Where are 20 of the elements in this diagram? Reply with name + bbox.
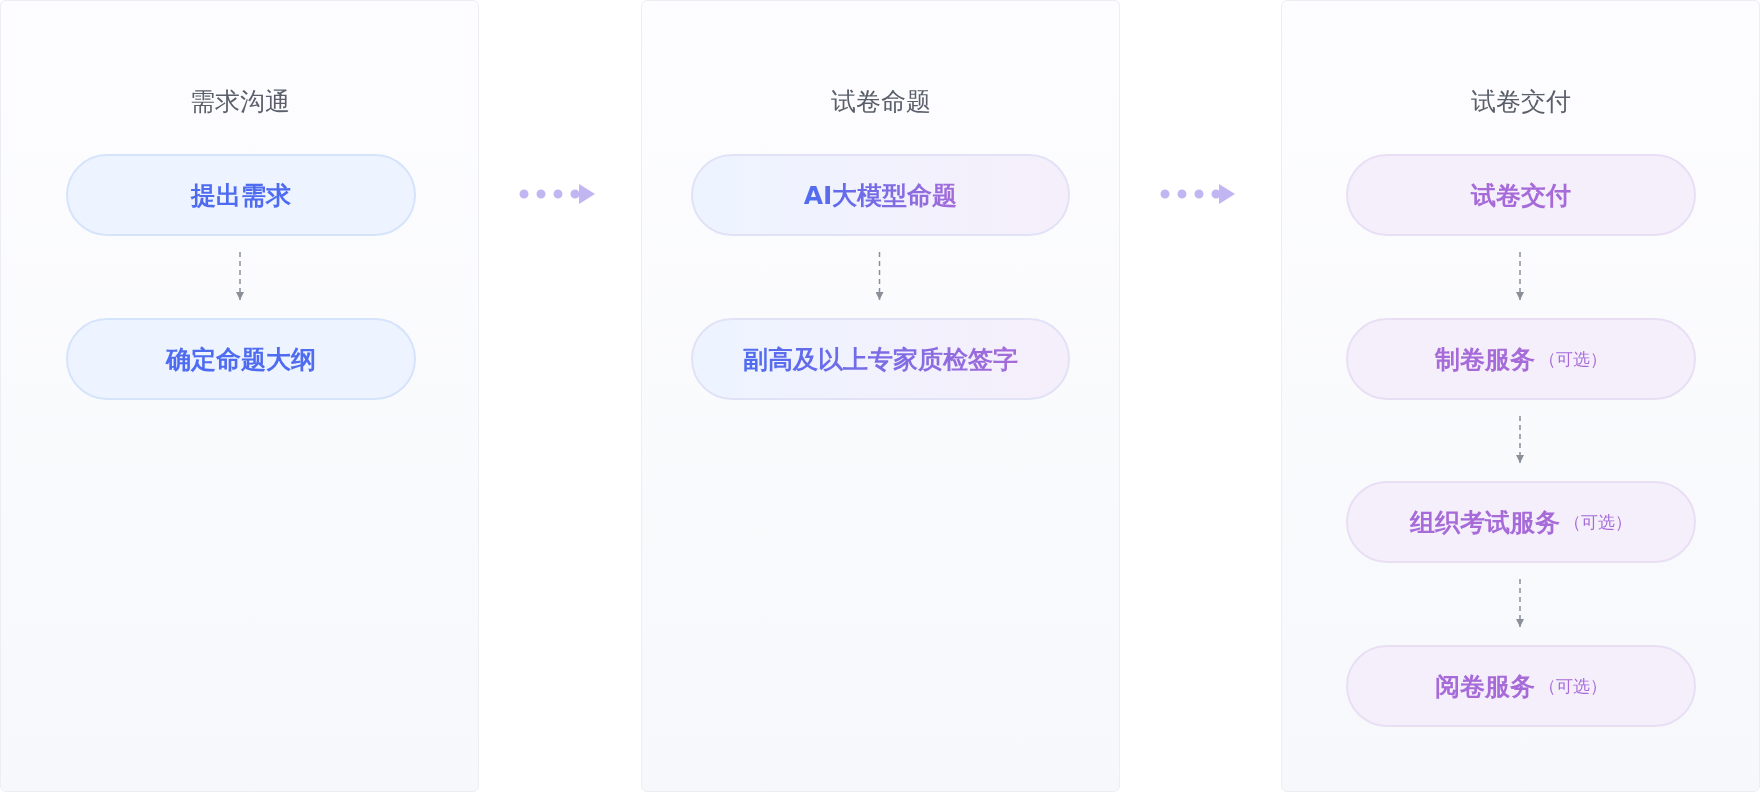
column-panel [641,0,1120,792]
step-label: 阅卷服务 [1435,670,1535,703]
dashed-arrow [236,251,244,301]
dashed-arrow [875,251,884,301]
dashed-arrow [1516,251,1524,301]
column-title: 需求沟通 [189,86,290,118]
step-label: 提出需求 [191,179,291,212]
step-label: 确定命题大纲 [166,343,316,376]
note-text: （可选） [1564,510,1632,534]
note-text: （可选） [1539,674,1607,698]
column-title: 试卷命题 [830,86,931,118]
column-title: 试卷交付 [1470,86,1571,118]
dashed-arrow [1516,578,1524,628]
column-panel [0,0,479,792]
step-label: 制卷服务 [1435,343,1535,376]
step-label: 试卷交付 [1471,179,1571,212]
note-text: （可选） [1539,347,1607,371]
dashed-arrow [1516,415,1524,464]
step-label: 组织考试服务 [1410,506,1560,539]
column-panel [1281,0,1760,792]
